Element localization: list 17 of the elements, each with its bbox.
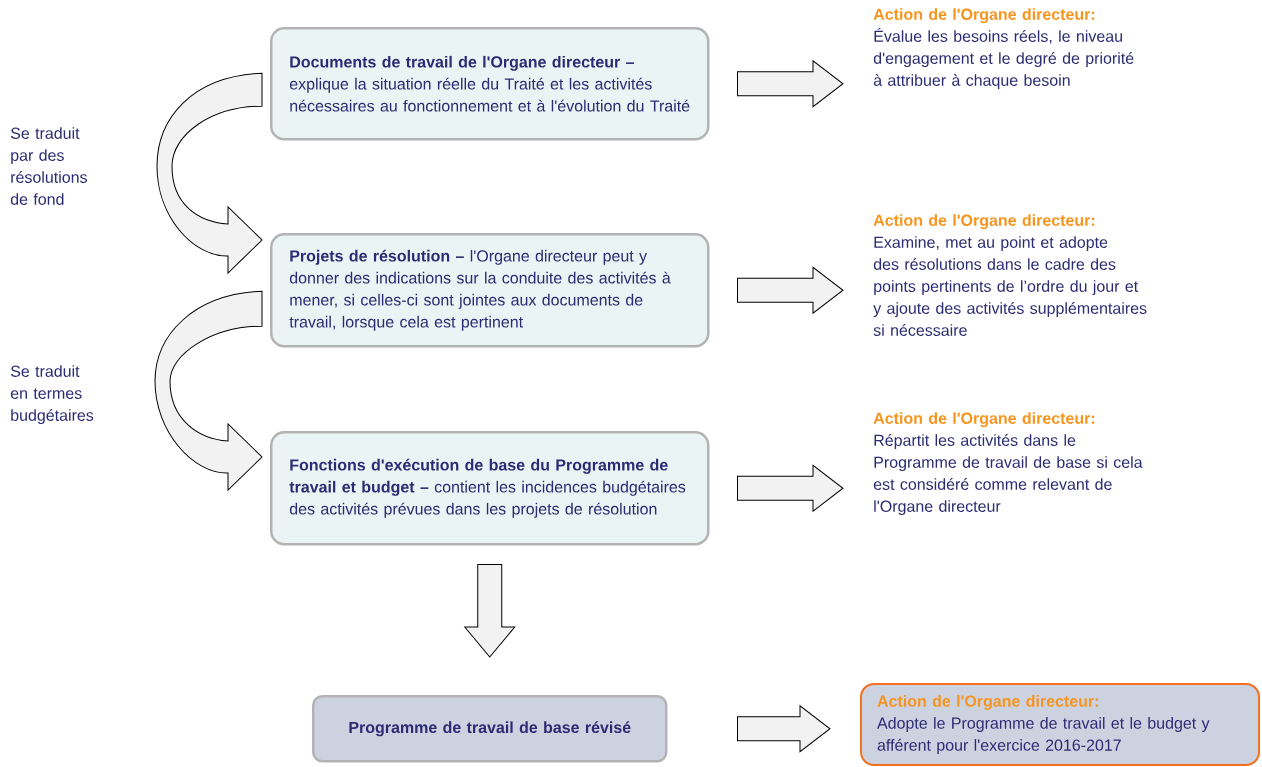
block-arrow	[737, 60, 844, 108]
curved-arrow	[154, 290, 263, 491]
side-note: Se traduit en termes budgétaires	[10, 365, 94, 425]
result-box: Programme de travail de base révisé	[312, 695, 668, 763]
action-text: Action de l'Organe directeur: Évalue les besoins réels, le niveau d'engagement et le degré de priorité à attribuer à chaque besoin	[873, 8, 1134, 90]
process-box: Projets de résolution – l'Organe directeur peut y donner des indications sur la conduite des activités à mener, si celles-ci sont jointes aux documents de travail, lorsque cela est pertinent	[270, 233, 710, 348]
block-arrow	[737, 464, 844, 512]
block-arrow	[464, 564, 516, 658]
process-box: Documents de travail de l'Organe directeur – explique la situation réelle du Traité et les activités nécessaires au fonctionnement et à l'évolution du Traité	[270, 27, 710, 141]
process-box: Fonctions d'exécution de base du Programme de travail et budget – contient les incidences budgétaires des activités prévues dans les projets de résolution	[270, 431, 710, 546]
block-arrow	[737, 705, 831, 753]
side-note: Se traduit par des résolutions de fond	[10, 127, 87, 205]
action-text: Action de l'Organe directeur: Examine, met au point et adopte des résolutions dans le cadre des points pertinents de l’ordre du jour et y ajoute des activités supplémentaires si nécessaire	[873, 214, 1147, 336]
action-text: Action de l'Organe directeur: Répartit les activités dans le Programme de travail de base si cela est considéré comme relevant de l'Organe directeur	[873, 412, 1143, 516]
curved-arrow	[156, 72, 263, 274]
action-box: Action de l'Organe directeur: Adopte le Programme de travail et le budget y afférent pour l'exercice 2016-2017	[860, 683, 1260, 766]
block-arrow	[737, 266, 844, 314]
